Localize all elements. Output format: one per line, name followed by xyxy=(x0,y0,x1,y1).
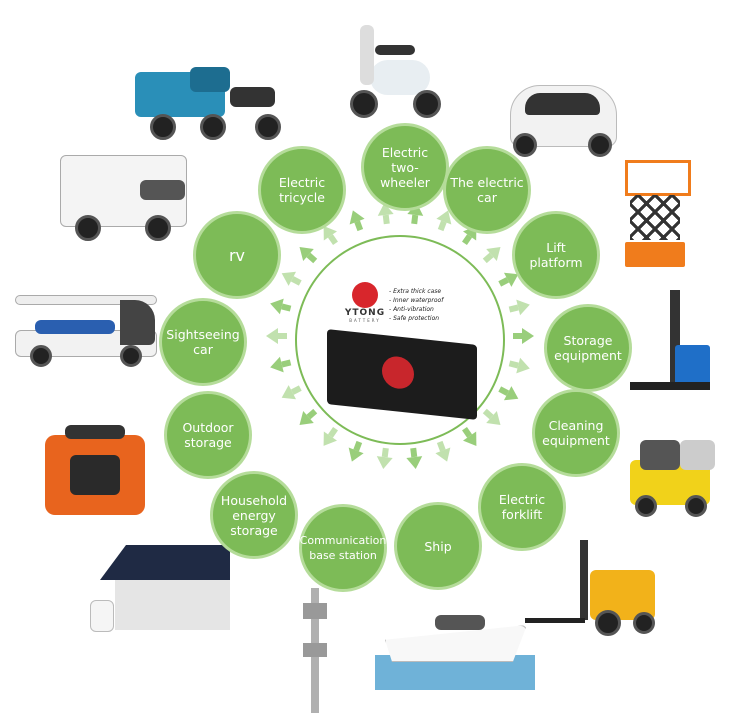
app-communication-base-station: Communication base station xyxy=(299,504,387,592)
app-lift-platform: Lift platform xyxy=(512,211,600,299)
app-sightseeing-car: Sightseeing car xyxy=(159,298,247,386)
lift-platform-image xyxy=(620,160,691,275)
app-rv: rv xyxy=(193,211,281,299)
arrow-icon xyxy=(345,207,365,225)
forklift-image xyxy=(525,540,665,640)
battery-product-circle: YTONG BATTERY - Extra thick case - Inner… xyxy=(295,235,505,445)
arrow-icon xyxy=(516,296,533,315)
battery-image xyxy=(327,329,477,420)
app-electric-two-wheeler: Electric two-wheeler xyxy=(361,123,449,211)
app-electric-car: The electric car xyxy=(443,146,531,234)
arrow-icon xyxy=(504,385,523,406)
arrow-icon xyxy=(462,431,483,451)
brand-name: YTONG xyxy=(344,308,386,318)
arrow-icon xyxy=(435,447,455,465)
brand-logo: YTONG BATTERY xyxy=(335,282,395,323)
sweeper-image xyxy=(620,435,720,520)
arrow-icon xyxy=(277,385,296,406)
arrow-icon xyxy=(265,327,279,344)
arrow-icon xyxy=(516,357,532,377)
electric-tricycle-image xyxy=(130,62,290,147)
app-outdoor-storage: Outdoor storage xyxy=(164,391,252,479)
arrow-icon xyxy=(521,328,534,345)
feature-item: - Inner waterproof xyxy=(389,297,444,304)
arrow-icon xyxy=(268,295,284,315)
app-electric-tricycle: Electric tricycle xyxy=(258,146,346,234)
sightseeing-car-image xyxy=(15,290,160,370)
feature-item: - Extra thick case xyxy=(389,288,442,295)
electric-scooter-image xyxy=(345,15,445,120)
arrow-icon xyxy=(317,431,338,451)
app-electric-forklift: Electric forklift xyxy=(478,463,566,551)
house-image xyxy=(90,545,240,635)
brand-logo-mark xyxy=(352,282,378,308)
brand-subtitle: BATTERY xyxy=(349,318,381,323)
arrow-icon xyxy=(277,266,296,287)
arrow-icon xyxy=(485,411,506,431)
app-household-energy-storage: Household energy storage xyxy=(210,471,298,559)
yacht-image xyxy=(375,600,535,690)
arrow-icon xyxy=(267,357,284,376)
app-ship: Ship xyxy=(394,502,482,590)
pallet-stacker-image xyxy=(630,290,715,402)
communication-tower-image xyxy=(300,588,330,713)
arrow-icon xyxy=(406,456,424,470)
arrow-icon xyxy=(344,447,365,465)
portable-power-station-image xyxy=(40,425,150,520)
battery-emblem xyxy=(382,354,414,391)
feature-item: - Anti-vibration xyxy=(389,306,434,313)
electric-car-image xyxy=(505,75,620,160)
arrow-icon xyxy=(375,456,394,470)
rv-image xyxy=(60,150,190,245)
app-storage-equipment: Storage equipment xyxy=(544,304,632,392)
app-cleaning-equipment: Cleaning equipment xyxy=(532,389,620,477)
feature-item: - Safe protection xyxy=(389,315,440,322)
feature-list: - Extra thick case - Inner waterproof - … xyxy=(389,287,443,323)
arrow-icon xyxy=(294,410,314,431)
arrow-icon xyxy=(486,241,506,262)
arrow-icon xyxy=(294,241,315,261)
